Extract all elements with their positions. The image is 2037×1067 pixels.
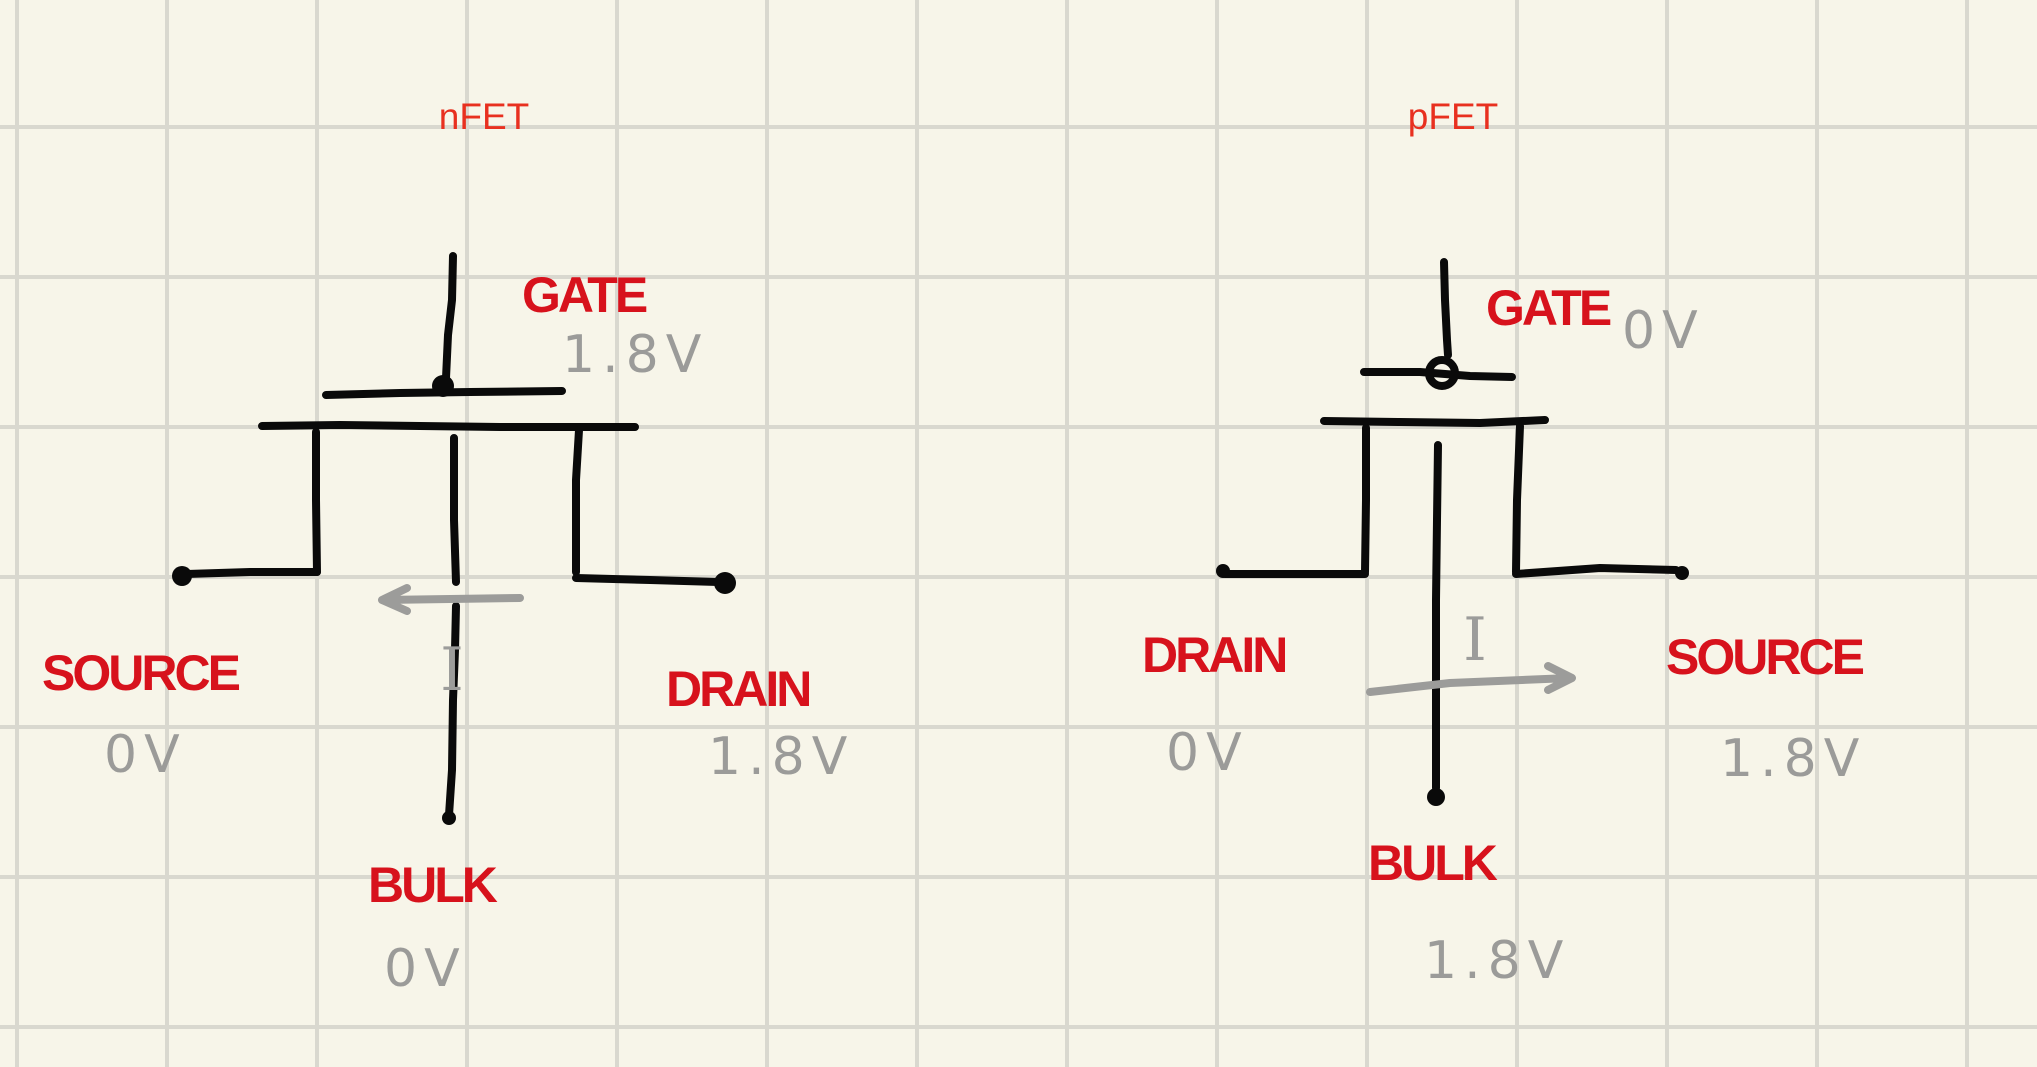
pfet-source-label: SOURCE	[1666, 629, 1864, 685]
pfet-bulk-label: BULK	[1368, 835, 1498, 891]
pfet-source-lead	[1512, 564, 1680, 578]
pfet-drain-branch	[1361, 424, 1370, 576]
pfet-gate-voltage: 0V	[1622, 301, 1705, 361]
pfet-group: pFET I GATE 0V DRAIN 0V SOURCE 1.8V BULK…	[1142, 96, 1867, 991]
nfet-bulk-lead-lower	[445, 602, 460, 819]
nfet-current-arrow	[378, 584, 524, 615]
nfet-title: nFET	[439, 96, 529, 137]
pfet-drain-voltage: 0V	[1166, 723, 1249, 783]
nfet-group: nFET I GATE 1.8V SOURCE 0V DRAIN 1.8V BU…	[42, 96, 854, 999]
nfet-gate-lead	[442, 252, 457, 382]
pfet-current-label: I	[1463, 605, 1487, 675]
pfet-source-voltage: 1.8V	[1720, 729, 1866, 789]
pfet-source-branch	[1512, 422, 1524, 576]
nfet-source-label: SOURCE	[42, 645, 240, 701]
pfet-drain-label: DRAIN	[1142, 627, 1285, 683]
nfet-drain-lead	[572, 574, 722, 586]
pfet-gate-lead	[1440, 258, 1452, 359]
pfet-current-arrow	[1366, 662, 1576, 696]
pfet-source-terminal	[1675, 566, 1689, 580]
nfet-source-voltage: 0V	[104, 725, 187, 785]
pfet-title: pFET	[1408, 96, 1498, 137]
nfet-channel	[258, 421, 639, 431]
pfet-gate-plate	[1360, 368, 1516, 381]
pfet-gate-label: GATE	[1486, 280, 1611, 336]
pfet-bulk-lead	[1432, 441, 1442, 792]
nfet-source-lead	[183, 568, 321, 578]
nfet-gate-label: GATE	[522, 267, 647, 323]
nfet-bulk-voltage: 0V	[384, 939, 467, 999]
pfet-channel	[1320, 416, 1549, 427]
nfet-gate-voltage: 1.8V	[562, 325, 708, 385]
nfet-current-label: I	[440, 635, 464, 705]
nfet-source-terminal	[172, 566, 192, 586]
nfet-bulk-label: BULK	[368, 857, 498, 913]
nfet-source-branch	[312, 428, 321, 576]
nfet-drain-label: DRAIN	[666, 661, 809, 717]
nfet-drain-voltage: 1.8V	[708, 727, 854, 787]
pfet-drain-terminal	[1216, 564, 1230, 578]
pfet-bulk-voltage: 1.8V	[1424, 931, 1570, 991]
nfet-bulk-terminal	[442, 811, 456, 825]
nfet-drain-terminal	[714, 572, 736, 594]
nfet-drain-branch	[572, 426, 583, 576]
nfet-gate-plate	[322, 387, 566, 399]
pfet-bulk-terminal	[1427, 788, 1445, 806]
nfet-bulk-lead	[450, 434, 460, 586]
